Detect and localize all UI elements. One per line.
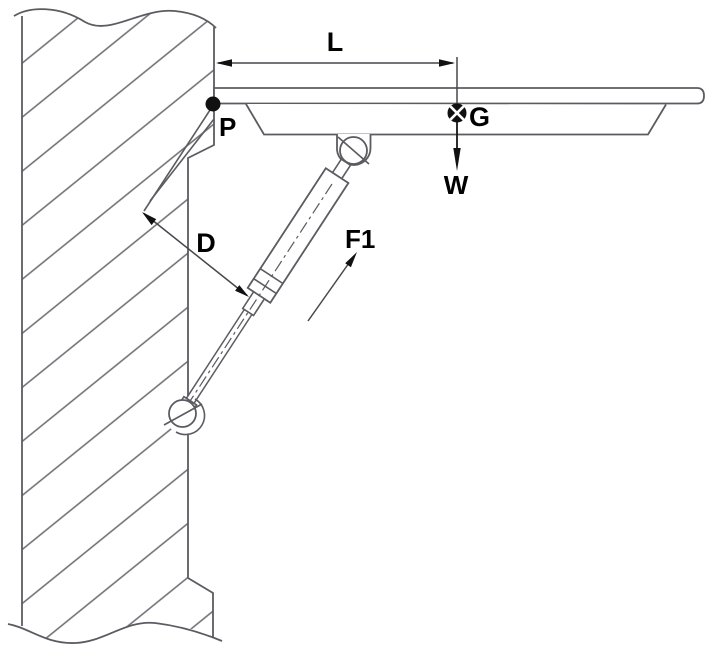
upper-eyelet-pin-line (337, 136, 370, 165)
wall-section (7, 8, 223, 644)
label-D: D (196, 228, 216, 258)
dimension-D-arrow-lower (235, 285, 249, 297)
label-L: L (327, 27, 344, 57)
dimension-L: L (216, 27, 458, 150)
dimension-D-arrow-upper (142, 212, 157, 226)
label-W: W (444, 170, 469, 200)
label-P: P (219, 112, 236, 142)
dimension-L-arrow-left (216, 59, 232, 67)
dimension-D-line (143, 212, 248, 297)
weight-arrow: W (444, 122, 469, 200)
pivot-bracket-lines (143, 106, 215, 212)
piston-rod (185, 308, 253, 405)
lower-ball-pin-line (163, 403, 203, 426)
force-arrow-F1: F1 (307, 224, 375, 322)
spring-centerline (172, 183, 333, 428)
label-G: G (469, 102, 490, 132)
wall-right-edge (187, 27, 215, 637)
flap-assembly (213, 87, 705, 166)
gas-spring (163, 158, 352, 436)
wall-break-line-top (13, 8, 217, 29)
pivot-dot (205, 96, 221, 112)
wall-hatching (22, 9, 214, 644)
label-F1: F1 (345, 224, 375, 254)
wall-break-line-bottom (7, 621, 223, 644)
force-arrow-line (307, 262, 350, 322)
spring-cylinder (246, 166, 350, 304)
dimension-L-arrow-right (439, 59, 455, 67)
lower-ball-joint (168, 399, 197, 428)
force-arrowhead (345, 252, 357, 268)
dimension-D: D (142, 212, 249, 297)
center-of-gravity: G (447, 102, 490, 132)
weight-arrowhead (453, 148, 461, 171)
ball-socket-arc (175, 398, 206, 436)
pivot-point: P (205, 96, 236, 142)
flap-panel (213, 87, 705, 105)
